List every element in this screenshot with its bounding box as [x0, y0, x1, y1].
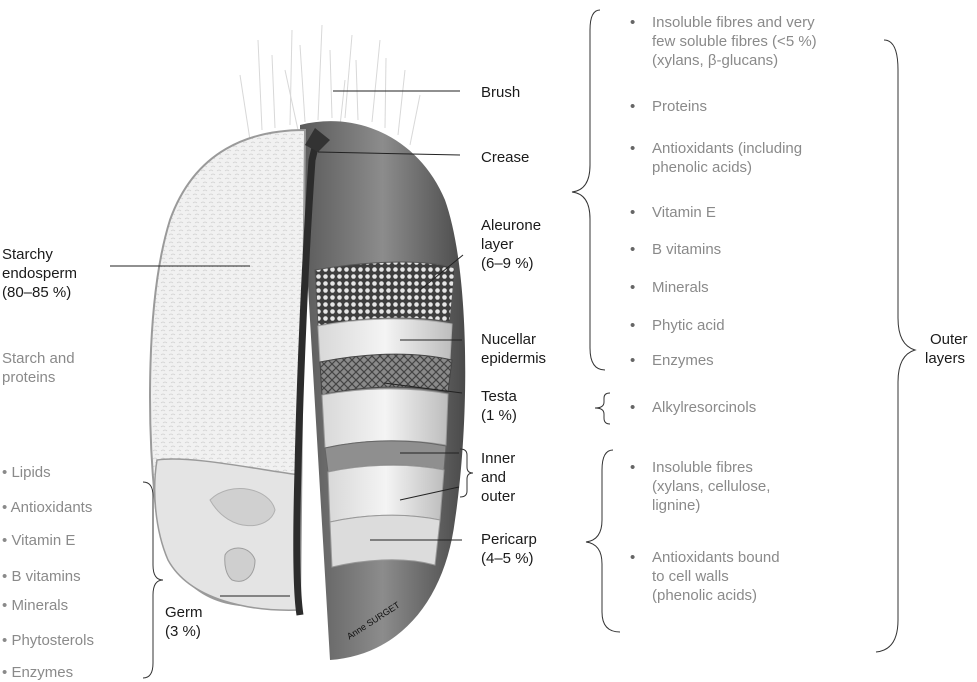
label-pericarp-line1: Pericarp	[481, 530, 537, 549]
aleurone-band	[315, 262, 455, 326]
label-aleurone-line3: (6–9 %)	[481, 254, 541, 273]
label-nucellar: Nucellar epidermis	[481, 330, 546, 368]
label-starchy-line2: endosperm	[2, 264, 77, 283]
label-pericarp: Pericarp (4–5 %)	[481, 530, 537, 568]
label-aleurone-line1: Aleurone	[481, 216, 541, 235]
label-germ-line1: Germ	[165, 603, 203, 622]
label-starch-proteins: Starch and proteins	[2, 349, 75, 387]
label-pericarp-line2: (4–5 %)	[481, 549, 537, 568]
germ-item-enzymes: • Enzymes	[2, 663, 73, 682]
label-nucellar-line1: Nucellar	[481, 330, 546, 349]
label-starch-proteins-line2: proteins	[2, 368, 75, 387]
label-inner-outer-line2: and	[481, 468, 515, 487]
label-starch-proteins-line1: Starch and	[2, 349, 75, 368]
label-aleurone-line2: layer	[481, 235, 541, 254]
germ-item-lipids: • Lipids	[2, 463, 51, 482]
label-starchy-line3: (80–85 %)	[2, 283, 77, 302]
outer-band	[328, 465, 444, 522]
inner-band	[322, 389, 448, 448]
label-inner-outer-line3: outer	[481, 487, 515, 506]
label-crease: Crease	[481, 148, 529, 167]
label-inner-outer: Inner and outer	[481, 449, 515, 506]
label-starchy-endosperm: Starchy endosperm (80–85 %)	[2, 245, 77, 302]
germ-item-vitamin-e: • Vitamin E	[2, 531, 75, 550]
label-inner-outer-line1: Inner	[481, 449, 515, 468]
label-nucellar-line2: epidermis	[481, 349, 546, 368]
germ-item-phytosterols: • Phytosterols	[2, 631, 94, 650]
germ-item-minerals: • Minerals	[2, 596, 68, 615]
label-outer-layers: Outer layers	[925, 330, 968, 368]
label-testa: Testa (1 %)	[481, 387, 517, 425]
label-outer-layers-line1: Outer	[925, 330, 968, 349]
label-brush: Brush	[481, 83, 520, 102]
pericarp-band	[330, 515, 440, 567]
label-germ: Germ (3 %)	[165, 603, 203, 641]
germ-item-antioxidants: • Antioxidants	[2, 498, 92, 517]
label-aleurone: Aleurone layer (6–9 %)	[481, 216, 541, 273]
label-starchy-line1: Starchy	[2, 245, 77, 264]
label-testa-line1: Testa	[481, 387, 517, 406]
germ-item-b-vitamins: • B vitamins	[2, 567, 81, 586]
label-germ-line2: (3 %)	[165, 622, 203, 641]
germ-shape	[155, 459, 300, 610]
label-testa-line2: (1 %)	[481, 406, 517, 425]
label-outer-layers-line2: layers	[925, 349, 968, 368]
